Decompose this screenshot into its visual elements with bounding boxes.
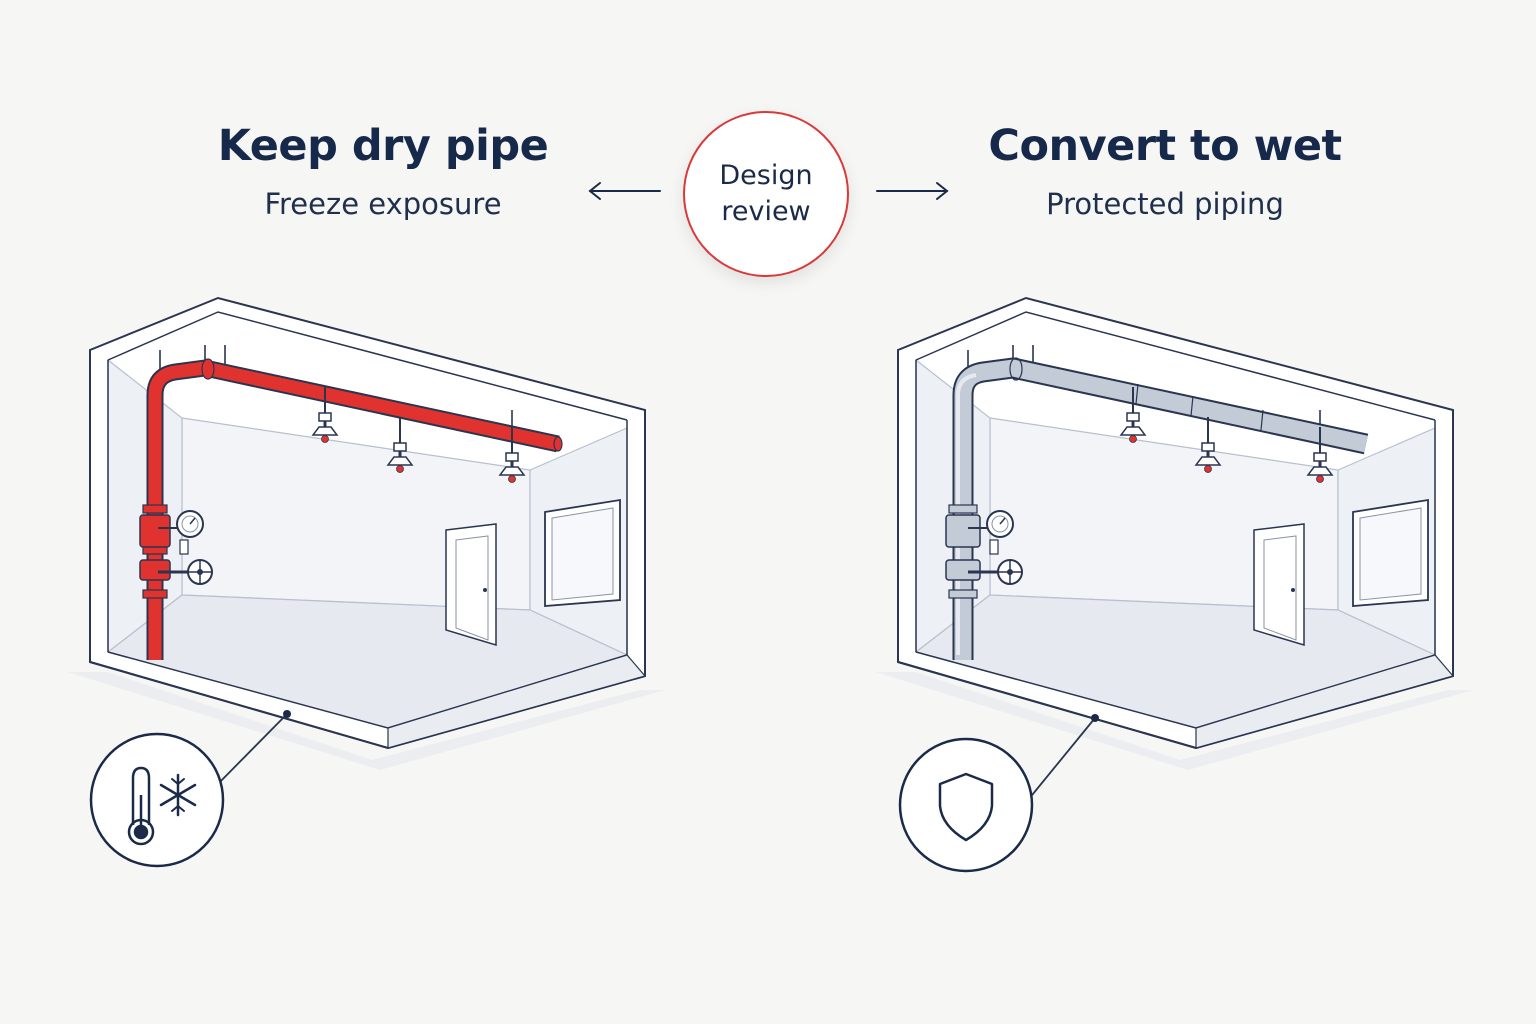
- right-option-title: Convert to wet: [988, 121, 1342, 171]
- left-room: [67, 297, 666, 791]
- left-option-title: Keep dry pipe: [217, 121, 549, 171]
- right-option-subtitle: Protected piping: [1046, 187, 1284, 221]
- shield-icon: [938, 772, 994, 842]
- arrow-left-icon: [588, 182, 661, 200]
- left-option-subtitle: Freeze exposure: [264, 187, 502, 221]
- freeze-badge: [89, 732, 225, 868]
- protected-badge: [898, 737, 1034, 873]
- wet-pipe: [945, 357, 1369, 660]
- snowflake-icon: [159, 773, 197, 817]
- right-room: [875, 297, 1474, 801]
- design-review-line1: Design: [719, 160, 813, 191]
- thermometer-icon: [127, 766, 155, 846]
- design-review-circle: Design review: [683, 111, 849, 277]
- design-review-line2: review: [721, 196, 811, 227]
- dry-pipe: [139, 358, 563, 660]
- arrow-right-icon: [876, 182, 949, 200]
